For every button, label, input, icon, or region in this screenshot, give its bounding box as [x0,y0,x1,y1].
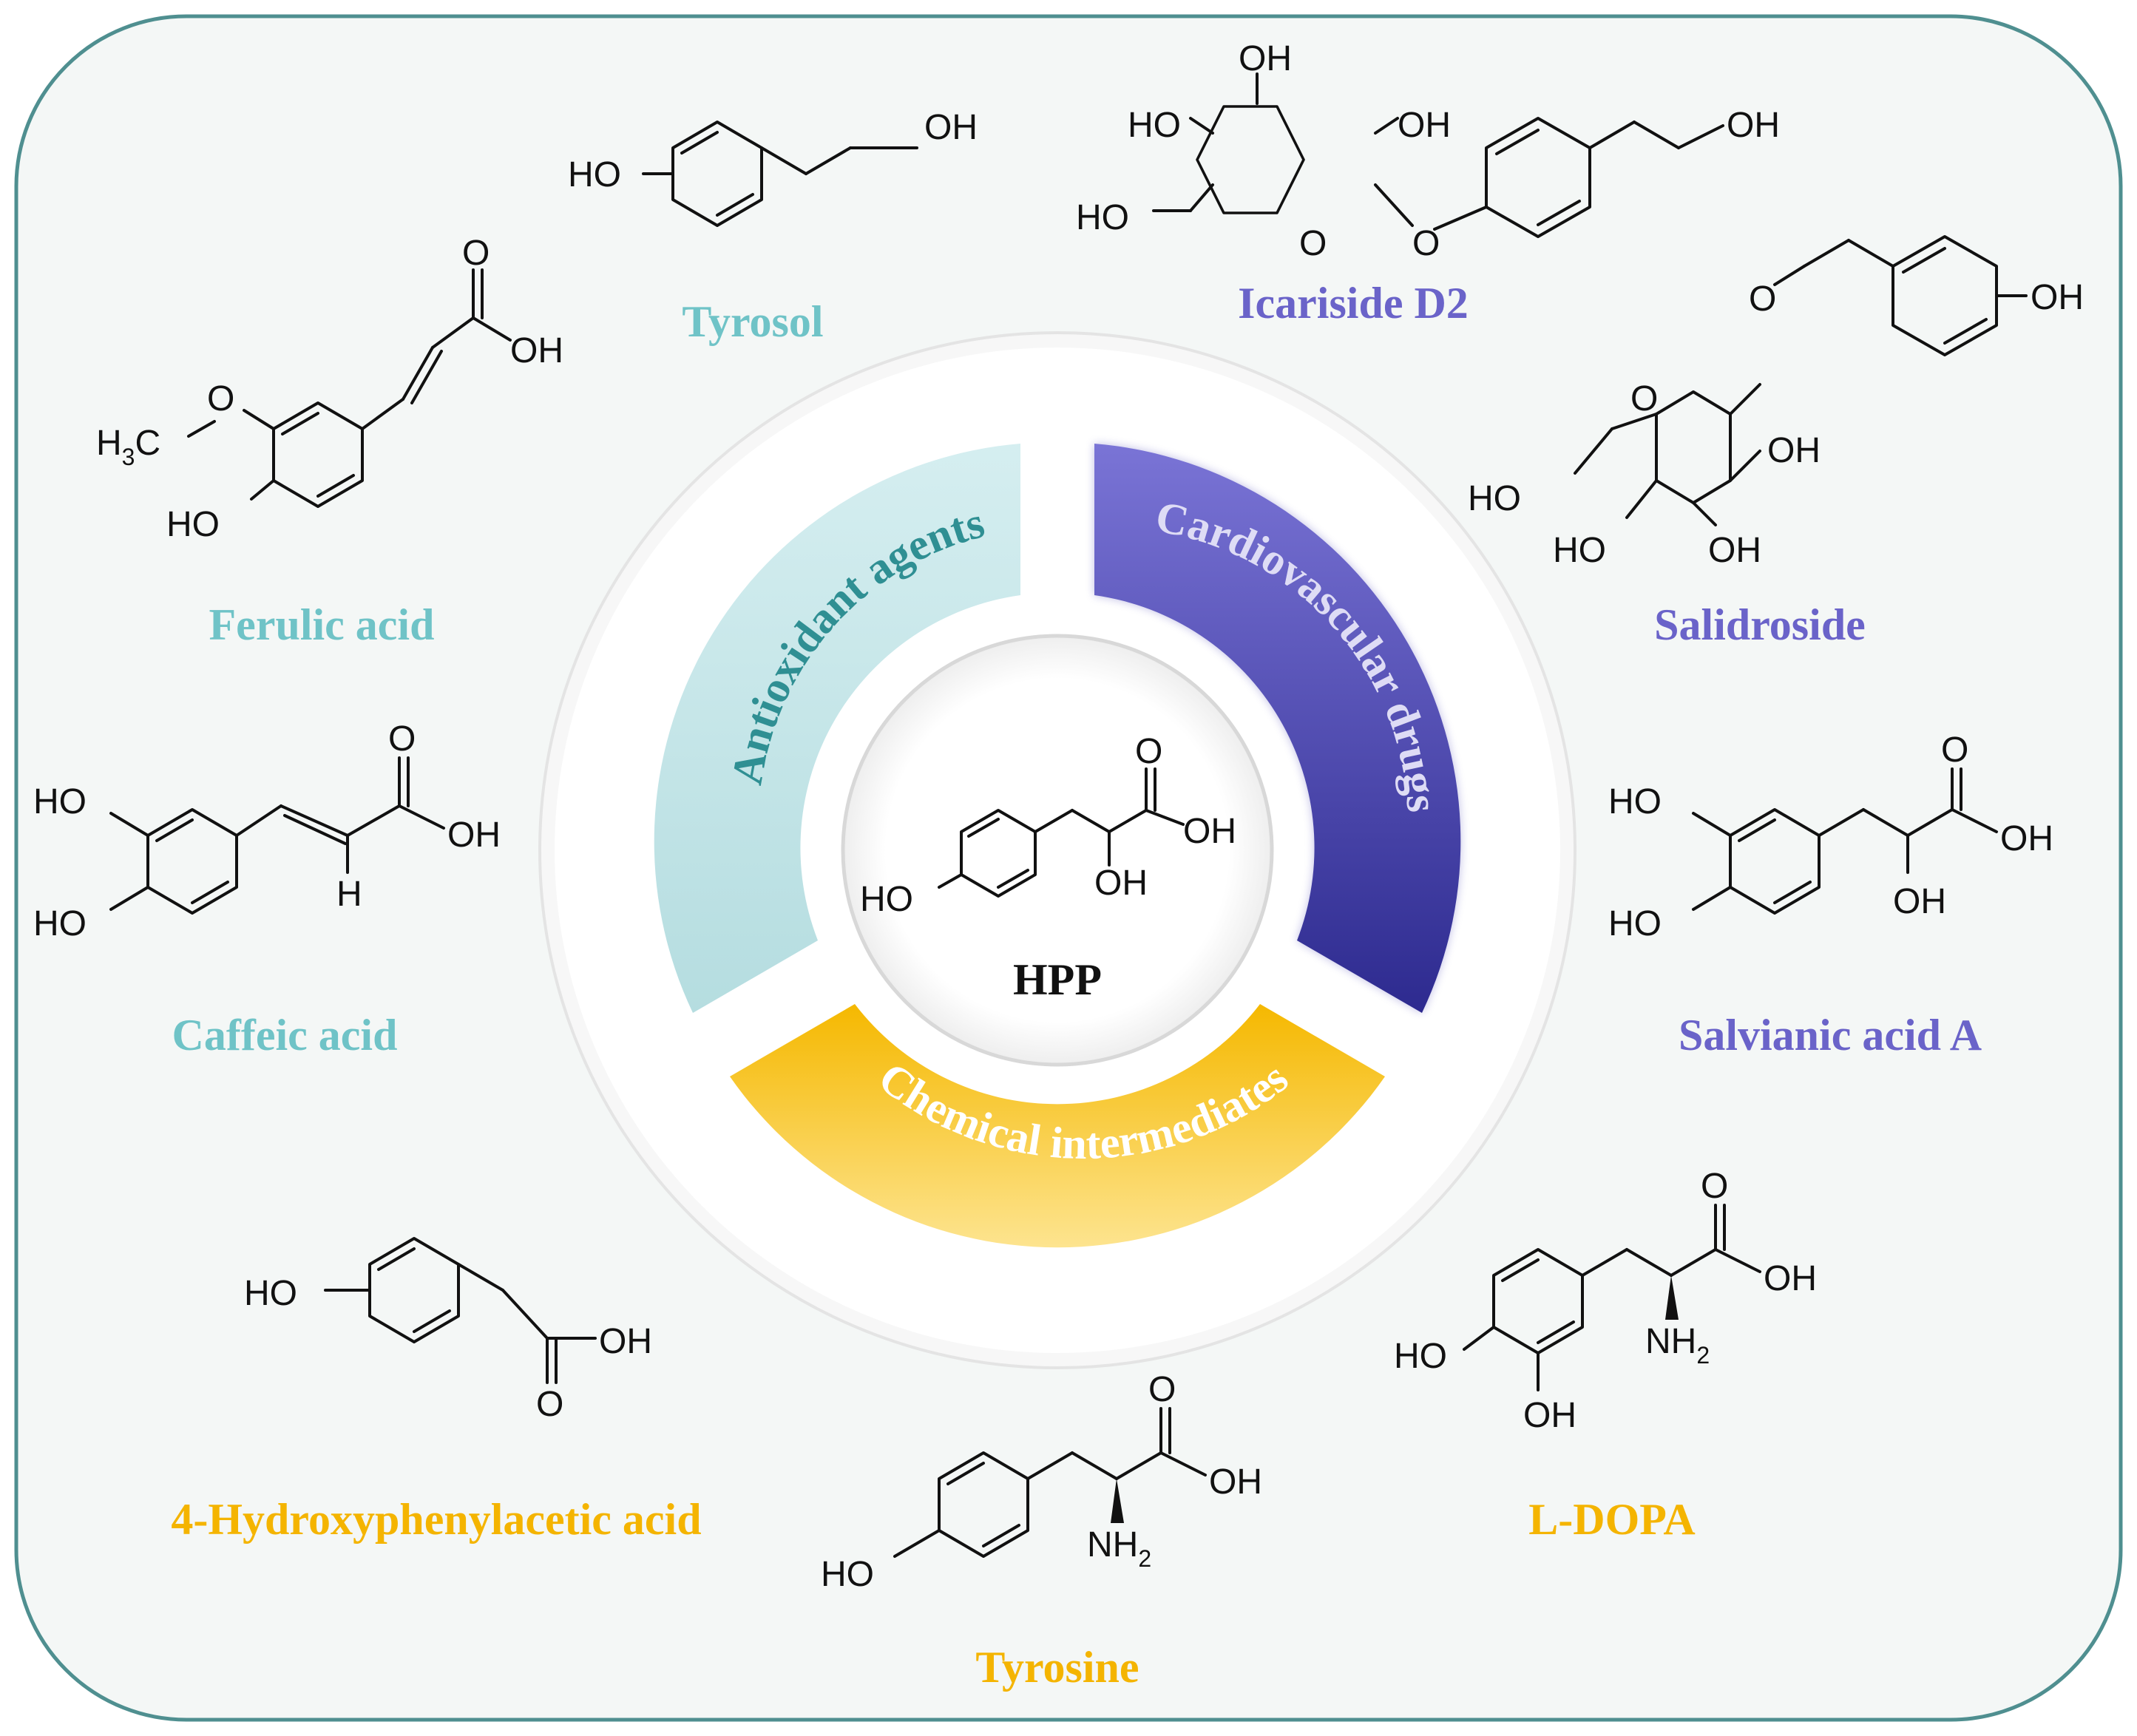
salidroside-ho-ch2: HO [1468,479,1521,518]
ferulic-h: H [96,424,122,463]
salvianic-acid-a-structure: HO HO O OH OH [1608,730,2053,943]
hpaa-ho: HO [244,1274,297,1313]
label-l-dopa: L-DOPA [1528,1495,1696,1544]
label-salidroside: Salidroside [1654,600,1866,649]
salvianic-ho-1: HO [1608,782,1662,821]
salidroside-oh-phenol: OH [2031,278,2084,317]
ferulic-acid-structure: O OH O H3C HO [96,234,563,544]
tyrosol-oh: OH [924,108,978,147]
caffeic-o: O [388,719,416,759]
ldopa-o: O [1701,1167,1728,1206]
tyrosine-structure: HO O OH NH2 [821,1370,1262,1594]
hpaa-o: O [536,1385,563,1424]
hpp-oh: OH [1094,864,1148,903]
caffeic-oh: OH [447,816,501,855]
caffeic-ho-1: HO [33,782,87,821]
salvianic-oh: OH [1893,882,1946,921]
tyrosine-oh: OH [1209,1462,1262,1502]
salvianic-o: O [1941,730,1968,770]
salidroside-oh-3: OH [1708,531,1761,570]
segment-chemical [730,1004,1385,1248]
hydroxyphenylacetic-acid-structure: HO OH O [244,1237,652,1424]
tyrosine-ho: HO [821,1555,874,1594]
caffeic-h: H [336,875,362,914]
salidroside-ether-o: O [1749,279,1776,319]
label-salvianic-acid-a: Salvianic acid A [1679,1011,1982,1059]
segment-cardiovascular [1094,444,1461,1013]
svg-text:H3C: H3C [96,424,160,470]
segment-antioxidant [654,444,1020,1013]
tyrosine-nh: NH [1087,1525,1138,1564]
ldopa-oh: OH [1764,1259,1817,1298]
label-icariside-d2: Icariside D2 [1238,279,1469,328]
tyrosol-structure: HO OH [568,108,978,227]
ferulic-o: O [462,234,490,273]
salidroside-structure: OH O O OH HO HO OH [1468,235,2084,570]
icariside-ho-left: HO [1128,106,1181,145]
ferulic-h3-sub: 3 [122,444,135,470]
hpp-o: O [1135,732,1162,771]
icariside-ring-o: O [1299,224,1327,263]
hpp-structure: HO O OH OH [860,732,1236,919]
icariside-link-o: O [1412,224,1440,263]
center-label: HPP [1013,955,1102,1004]
hpp-oh-acid: OH [1183,812,1236,851]
ldopa-nh: NH [1645,1322,1696,1361]
ferulic-ho: HO [166,505,220,544]
ferulic-methoxy-o: O [207,379,234,418]
label-caffeic-acid: Caffeic acid [172,1011,398,1059]
ldopa-oh-ring: OH [1523,1396,1576,1435]
icariside-oh-end: OH [1727,106,1780,145]
salvianic-oh-acid: OH [2000,819,2053,858]
hpp-ho: HO [860,880,913,919]
label-tyrosol: Tyrosol [682,297,823,346]
salidroside-ring-o: O [1630,379,1658,418]
icariside-d2-structure: OH HO OH HO O O OH [1076,39,1780,263]
ferulic-oh: OH [510,331,563,370]
l-dopa-structure: HO OH O OH NH2 [1394,1167,1817,1435]
label-tyrosine: Tyrosine [975,1643,1139,1692]
tyrosine-nh2-sub: 2 [1138,1545,1151,1572]
salvianic-ho-2: HO [1608,904,1662,943]
icariside-oh-top: OH [1239,39,1292,78]
svg-text:NH2: NH2 [1645,1322,1710,1369]
caffeic-acid-structure: HO HO H O OH [33,719,501,943]
hpaa-oh: OH [599,1322,652,1361]
tyrosol-ho: HO [568,155,621,194]
svg-text:NH2: NH2 [1087,1525,1151,1572]
ldopa-nh2-sub: 2 [1696,1342,1710,1369]
ferulic-c: C [135,424,160,463]
tyrosine-o: O [1148,1370,1176,1409]
ldopa-ho: HO [1394,1337,1447,1376]
icariside-ho-ch2: HO [1076,198,1129,237]
salidroside-oh-2: OH [1767,431,1821,470]
salidroside-ho-4: HO [1553,531,1606,570]
center-circle [841,634,1274,1067]
icariside-oh-right: OH [1398,106,1451,145]
label-hydroxyphenylacetic-acid: 4-Hydroxyphenylacetic acid [171,1495,701,1544]
caffeic-ho-2: HO [33,904,87,943]
label-ferulic-acid: Ferulic acid [209,600,435,649]
